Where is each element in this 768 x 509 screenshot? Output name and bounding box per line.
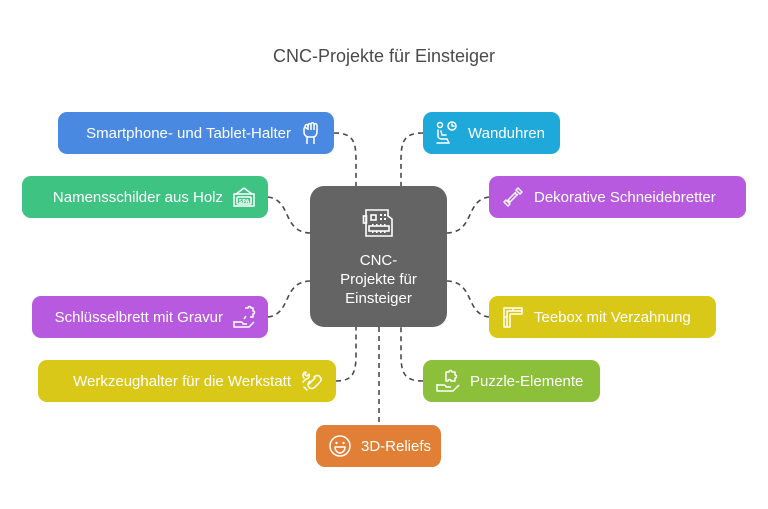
connector-werkzeughalter [335,327,357,382]
hand-puzzle-icon [233,305,256,328]
node-label: 3D-Reliefs [361,437,432,455]
central-label-line: Einsteiger [345,290,412,307]
central-topic-node[interactable]: CNC- Projekte für Einsteiger [310,186,447,327]
connector-wanduhren [400,132,424,186]
node-label: Puzzle-Elemente [470,372,584,390]
central-label-line: CNC- [359,252,398,269]
node-label: Smartphone- und Tablet-Halter [86,124,291,142]
node-smartphone-tablet-halter[interactable]: Smartphone- und Tablet-Halter [58,112,334,154]
person-waiting-clock-icon [436,121,457,144]
hanging-sign-icon: SPA [233,187,255,207]
wrench-link-icon [302,371,322,391]
diagram-title: CNC-Projekte für Einsteiger [272,46,496,66]
svg-text:SPA: SPA [239,199,250,205]
connector-teebox [446,280,490,318]
node-puzzle-elemente[interactable]: Puzzle-Elemente [423,360,600,402]
connector-dekorative [446,196,490,234]
node-label: Werkzeughalter für die Werkstatt [73,372,291,390]
node-werkzeughalter-fuer-die-werkstatt[interactable]: Werkzeughalter für die Werkstatt [38,360,336,402]
node-label: Schlüsselbrett mit Gravur [54,308,223,326]
node-3d-reliefs[interactable]: 3D-Reliefs [316,425,441,467]
connector-smartphone [333,132,357,186]
node-teebox-mit-verzahnung[interactable]: Teebox mit Verzahnung [489,296,716,338]
hand-puzzle-icon [436,369,460,392]
node-namensschilder-aus-holz[interactable]: Namensschilder aus Holz SPA [22,176,268,218]
circuit-board-icon [362,209,393,237]
node-label: Wanduhren [468,124,545,142]
connector-namensschilder [267,196,311,234]
rolling-pin-icon [503,187,523,207]
node-label: Teebox mit Verzahnung [534,308,691,326]
node-label: Namensschilder aus Holz [52,188,223,206]
node-schluesselbrett-mit-gravur[interactable]: Schlüsselbrett mit Gravur [32,296,268,338]
node-label: Dekorative Schneidebretter [534,188,716,206]
connector-puzzle [400,327,424,382]
connector-schluesselbrett [267,280,311,318]
node-dekorative-schneidebretter[interactable]: Dekorative Schneidebretter [489,176,746,218]
central-label-line: Projekte für [340,271,417,288]
node-wanduhren[interactable]: Wanduhren [423,112,560,154]
central-topic-label: CNC- Projekte für Einsteiger [310,251,447,308]
joint-corner-icon [503,307,523,328]
smiley-face-icon [329,435,351,457]
raised-fist-icon [303,122,318,144]
